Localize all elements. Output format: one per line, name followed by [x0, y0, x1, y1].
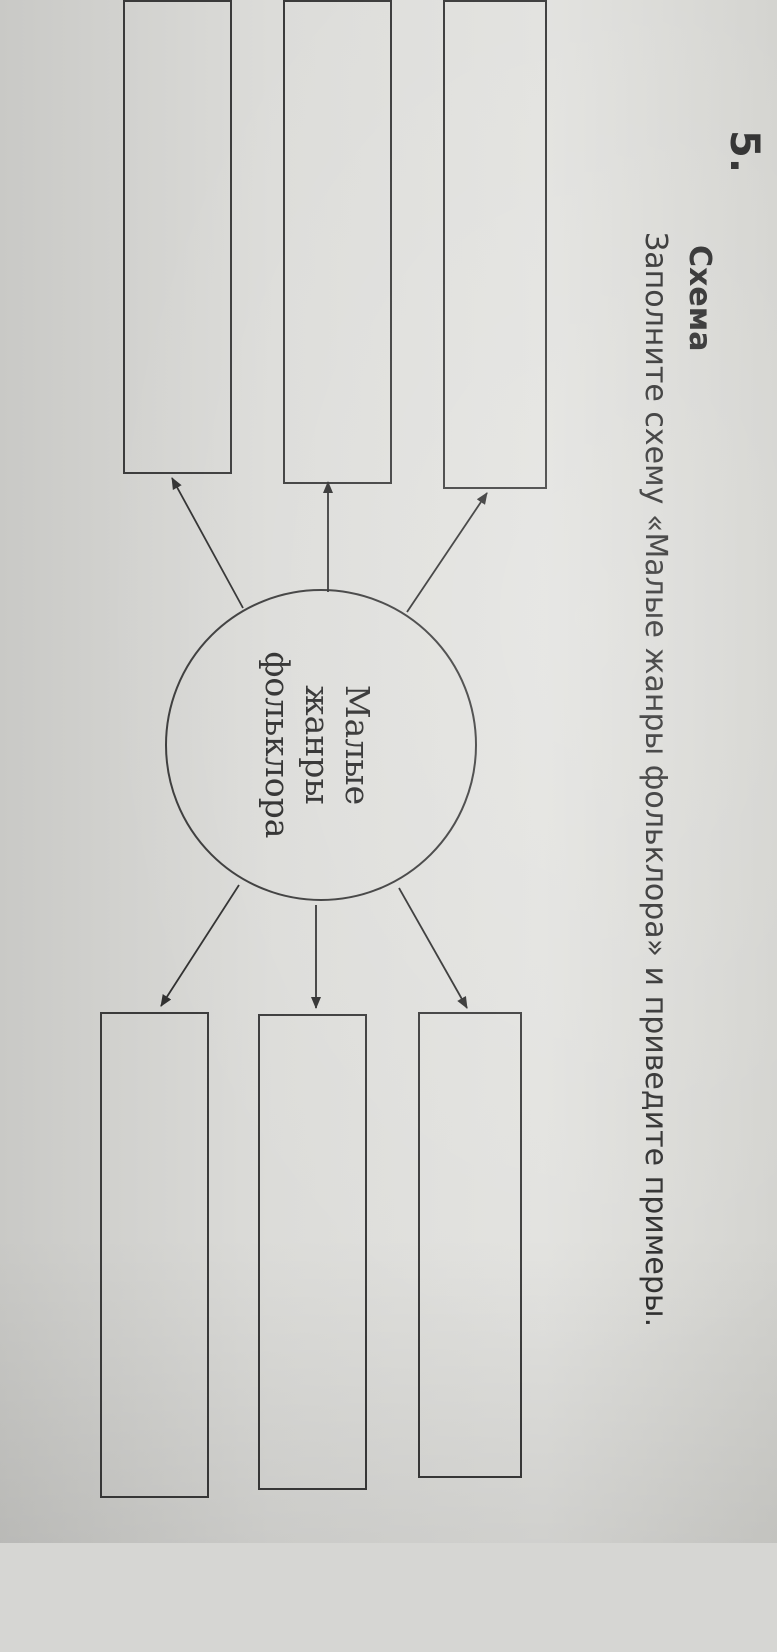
rotated-content: 5. Схема Заполните схему «Малые жанры фо… — [100, 0, 767, 1498]
workbook-page: 5. Схема Заполните схему «Малые жанры фо… — [0, 0, 777, 1543]
center-label-line-2: жанры — [298, 685, 337, 805]
center-label-line-1: Малые — [338, 684, 377, 806]
arrow-to-bottom-1 — [398, 887, 468, 1009]
center-label: Малые жанры фольклора — [257, 645, 377, 845]
arrow-to-top-3 — [171, 477, 244, 609]
center-circle — [165, 589, 477, 901]
center-label-line-3: фольклора — [258, 651, 297, 839]
arrow-to-top-1 — [406, 492, 488, 613]
scheme-diagram — [160, 477, 488, 1009]
arrow-to-bottom-3 — [160, 884, 240, 1007]
